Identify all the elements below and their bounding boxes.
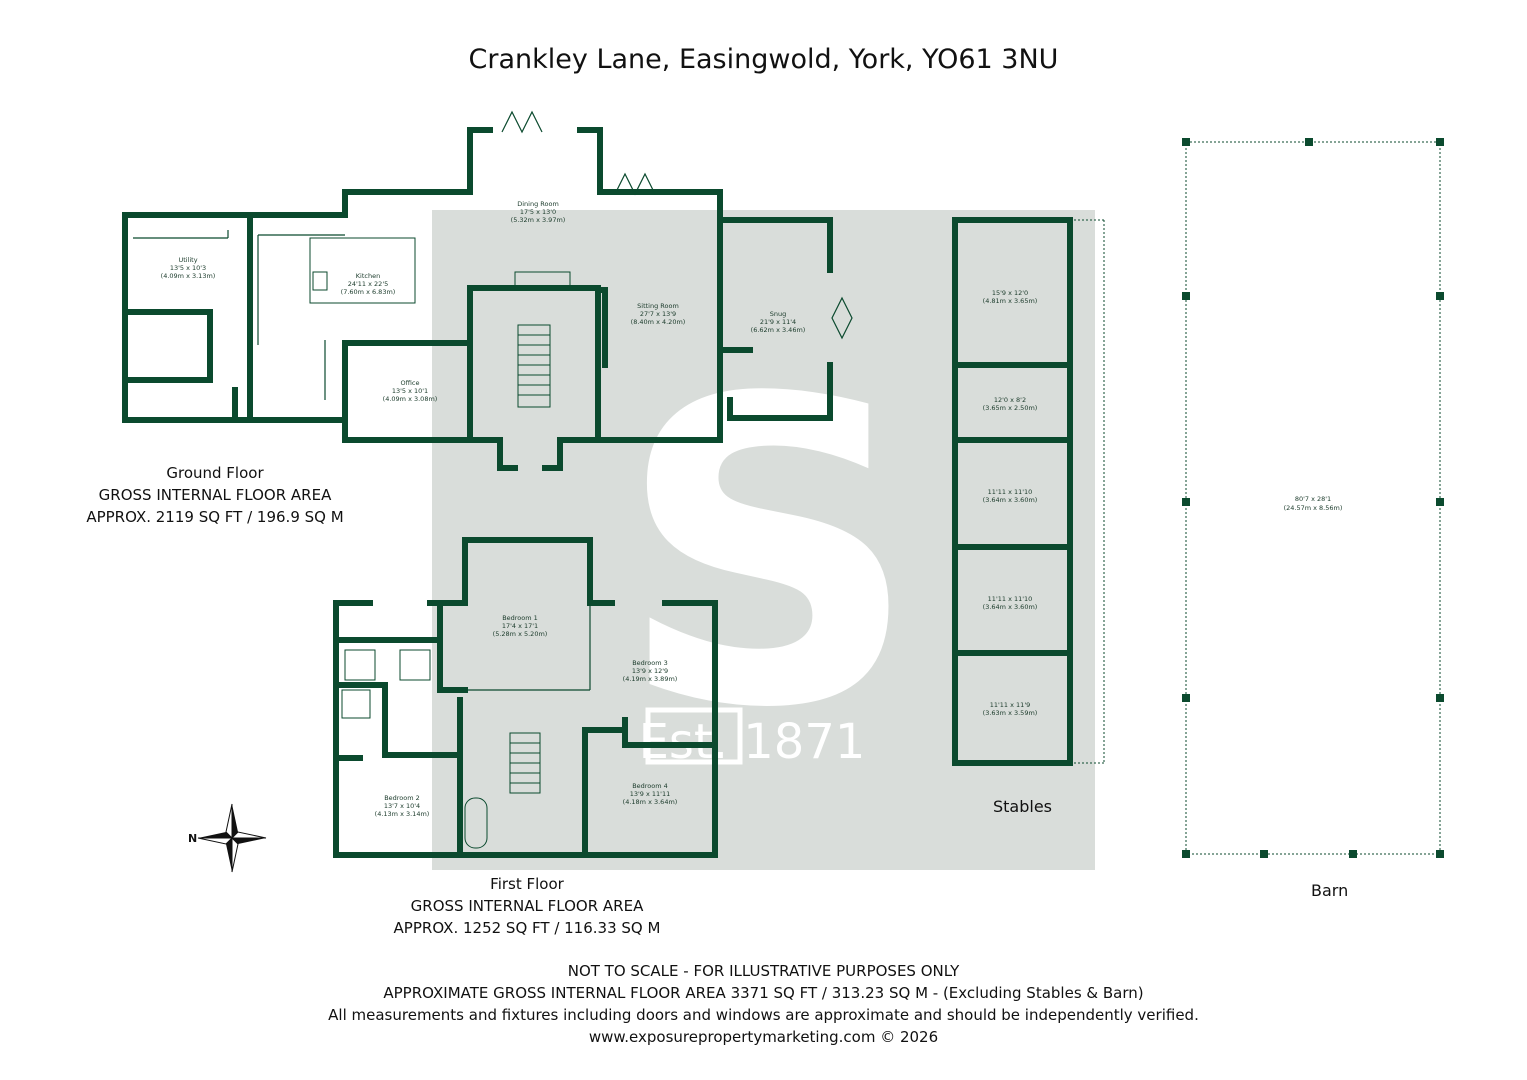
footer-line-4: www.exposurepropertymarketing.com © 2026 [588, 1028, 939, 1046]
footer-line-1: NOT TO SCALE - FOR ILLUSTRATIVE PURPOSES… [567, 962, 960, 980]
stable-4-metric: (3.64m x 3.60m) [983, 603, 1038, 611]
room-sitting-metric: (8.40m x 4.20m) [631, 318, 686, 326]
footer-line-2: APPROXIMATE GROSS INTERNAL FLOOR AREA 33… [383, 984, 1144, 1002]
room-bed3-metric: (4.19m x 3.89m) [623, 675, 678, 683]
first-floor-room-labels: Bedroom 1 17'4 x 17'1 (5.28m x 5.20m) Be… [375, 614, 678, 818]
first-floor-caption: First Floor GROSS INTERNAL FLOOR AREA AP… [392, 873, 662, 939]
ground-floor-walls [122, 110, 853, 471]
room-bed1-name: Bedroom 1 [502, 614, 538, 622]
room-bed2-imperial: 13'7 x 10'4 [384, 802, 420, 810]
room-dining-metric: (5.32m x 3.97m) [511, 216, 566, 224]
room-utility-metric: (4.09m x 3.13m) [161, 272, 216, 280]
stable-1-imperial: 15'9 x 12'0 [992, 289, 1028, 297]
room-sitting-name: Sitting Room [637, 302, 679, 310]
page-title: Crankley Lane, Easingwold, York, YO61 3N… [468, 44, 1059, 75]
first-floor-name: First Floor [490, 875, 564, 893]
ground-floor-area-label: GROSS INTERNAL FLOOR AREA [98, 486, 332, 504]
watermark-est-box [645, 707, 743, 765]
room-kitchen-name: Kitchen [356, 272, 380, 280]
stable-4-imperial: 11'11 x 11'10 [988, 595, 1033, 603]
stable-2-imperial: 12'0 x 8'2 [994, 396, 1026, 404]
barn-label: Barn [1311, 881, 1349, 900]
room-kitchen-metric: (7.60m x 6.83m) [341, 288, 396, 296]
room-bed1-imperial: 17'4 x 17'1 [502, 622, 538, 630]
room-kitchen-imperial: 24'11 x 22'5 [348, 280, 389, 288]
room-utility-imperial: 13'5 x 10'3 [170, 264, 206, 272]
room-dining-name: Dining Room [517, 200, 559, 208]
room-dining-imperial: 17'5 x 13'0 [520, 208, 556, 216]
room-snug-imperial: 21'9 x 11'4 [760, 318, 796, 326]
stable-3-imperial: 11'11 x 11'10 [988, 488, 1033, 496]
room-utility-name: Utility [178, 256, 197, 264]
first-floor-stair-treads [510, 742, 540, 784]
stables-walls [952, 217, 1105, 766]
stable-5-imperial: 11'11 x 11'9 [990, 701, 1031, 709]
ground-floor-caption: Ground Floor GROSS INTERNAL FLOOR AREA A… [80, 462, 350, 528]
barn-metric: (24.57m x 8.56m) [1284, 504, 1343, 512]
room-bed1-metric: (5.28m x 5.20m) [493, 630, 548, 638]
ground-floor-room-labels: Utility 13'5 x 10'3 (4.09m x 3.13m) Kitc… [161, 200, 806, 403]
footer-disclaimer: NOT TO SCALE - FOR ILLUSTRATIVE PURPOSES… [0, 960, 1527, 1048]
stair-treads [518, 334, 550, 396]
stable-5-metric: (3.63m x 3.59m) [983, 709, 1038, 717]
footer-line-3: All measurements and fixtures including … [328, 1006, 1199, 1024]
room-sitting-imperial: 27'7 x 13'9 [640, 310, 676, 318]
room-bed2-metric: (4.13m x 3.14m) [375, 810, 430, 818]
stables-label: Stables [993, 797, 1053, 816]
stable-2-metric: (3.65m x 2.50m) [983, 404, 1038, 412]
room-office-imperial: 13'5 x 10'1 [392, 387, 428, 395]
stable-1-metric: (4.81m x 3.65m) [983, 297, 1038, 305]
ground-floor-area-value: APPROX. 2119 SQ FT / 196.9 SQ M [86, 508, 344, 526]
room-bed2-name: Bedroom 2 [384, 794, 420, 802]
room-snug-name: Snug [770, 310, 787, 318]
room-office-metric: (4.09m x 3.08m) [383, 395, 438, 403]
compass-north-label: N [188, 832, 197, 845]
barn-imperial: 80'7 x 28'1 [1295, 495, 1331, 503]
room-bed3-imperial: 13'9 x 12'9 [632, 667, 668, 675]
ground-floor-name: Ground Floor [166, 464, 264, 482]
first-floor-walls [333, 537, 718, 858]
room-office-name: Office [401, 379, 420, 387]
first-floor-area-label: GROSS INTERNAL FLOOR AREA [410, 897, 644, 915]
room-bed3-name: Bedroom 3 [632, 659, 668, 667]
room-bed4-name: Bedroom 4 [632, 782, 668, 790]
stables-box-labels: 15'9 x 12'0 (4.81m x 3.65m) 12'0 x 8'2 (… [983, 289, 1038, 717]
room-bed4-metric: (4.18m x 3.64m) [623, 798, 678, 806]
first-floor-area-value: APPROX. 1252 SQ FT / 116.33 SQ M [393, 919, 661, 937]
stable-3-metric: (3.64m x 3.60m) [983, 496, 1038, 504]
compass-rose-icon: N [188, 803, 267, 873]
room-bed4-imperial: 13'9 x 11'11 [630, 790, 671, 798]
room-snug-metric: (6.62m x 3.46m) [751, 326, 806, 334]
barn-outline: 80'7 x 28'1 (24.57m x 8.56m) [1182, 138, 1444, 858]
watermark-letter: S [617, 311, 920, 800]
